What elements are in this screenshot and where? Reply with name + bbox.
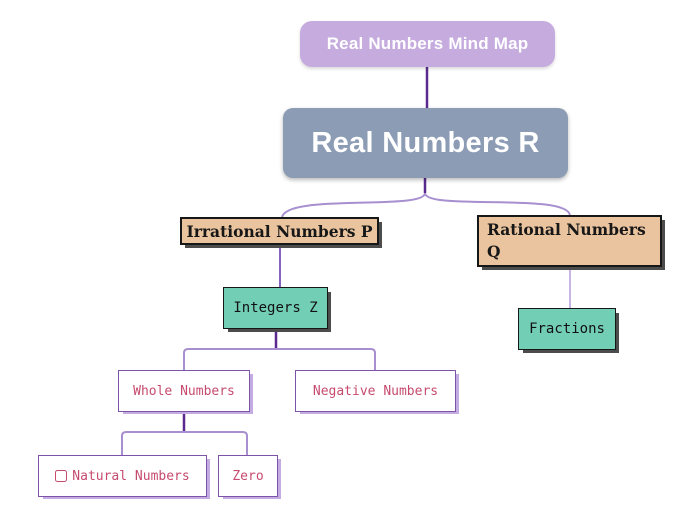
node-rational-numbers-label: Rational Numbers Q: [487, 220, 646, 261]
edge-real-to-irrational: [281, 192, 426, 219]
node-natural-numbers-label: Natural Numbers: [72, 468, 190, 484]
node-irrational-numbers[interactable]: Irrational Numbers P: [180, 217, 379, 245]
node-negative-numbers-label: Negative Numbers: [312, 383, 439, 399]
square-outline-icon: [55, 470, 68, 482]
node-fractions-label: Fractions: [529, 321, 605, 337]
node-real-numbers[interactable]: Real Numbers R: [283, 108, 568, 178]
node-whole-numbers[interactable]: Whole Numbers: [118, 370, 250, 412]
edge-whole-to-children: [121, 431, 248, 455]
node-whole-numbers-label: Whole Numbers: [133, 383, 235, 399]
node-title[interactable]: Real Numbers Mind Map: [300, 21, 555, 67]
node-rational-numbers[interactable]: Rational Numbers Q: [477, 215, 662, 267]
node-title-label: Real Numbers Mind Map: [326, 34, 529, 53]
edge-real-to-rational: [424, 192, 571, 217]
node-real-numbers-label: Real Numbers R: [311, 126, 540, 159]
node-irrational-numbers-label: Irrational Numbers P: [186, 221, 373, 241]
edge-integers-to-children: [183, 348, 376, 370]
node-fractions[interactable]: Fractions: [518, 308, 616, 350]
node-negative-numbers[interactable]: Negative Numbers: [295, 370, 456, 412]
node-natural-numbers[interactable]: Natural Numbers: [38, 455, 207, 497]
node-zero-label: Zero: [232, 468, 264, 484]
node-integers-label: Integers Z: [233, 300, 318, 316]
node-zero[interactable]: Zero: [218, 455, 278, 497]
node-integers[interactable]: Integers Z: [223, 287, 328, 329]
